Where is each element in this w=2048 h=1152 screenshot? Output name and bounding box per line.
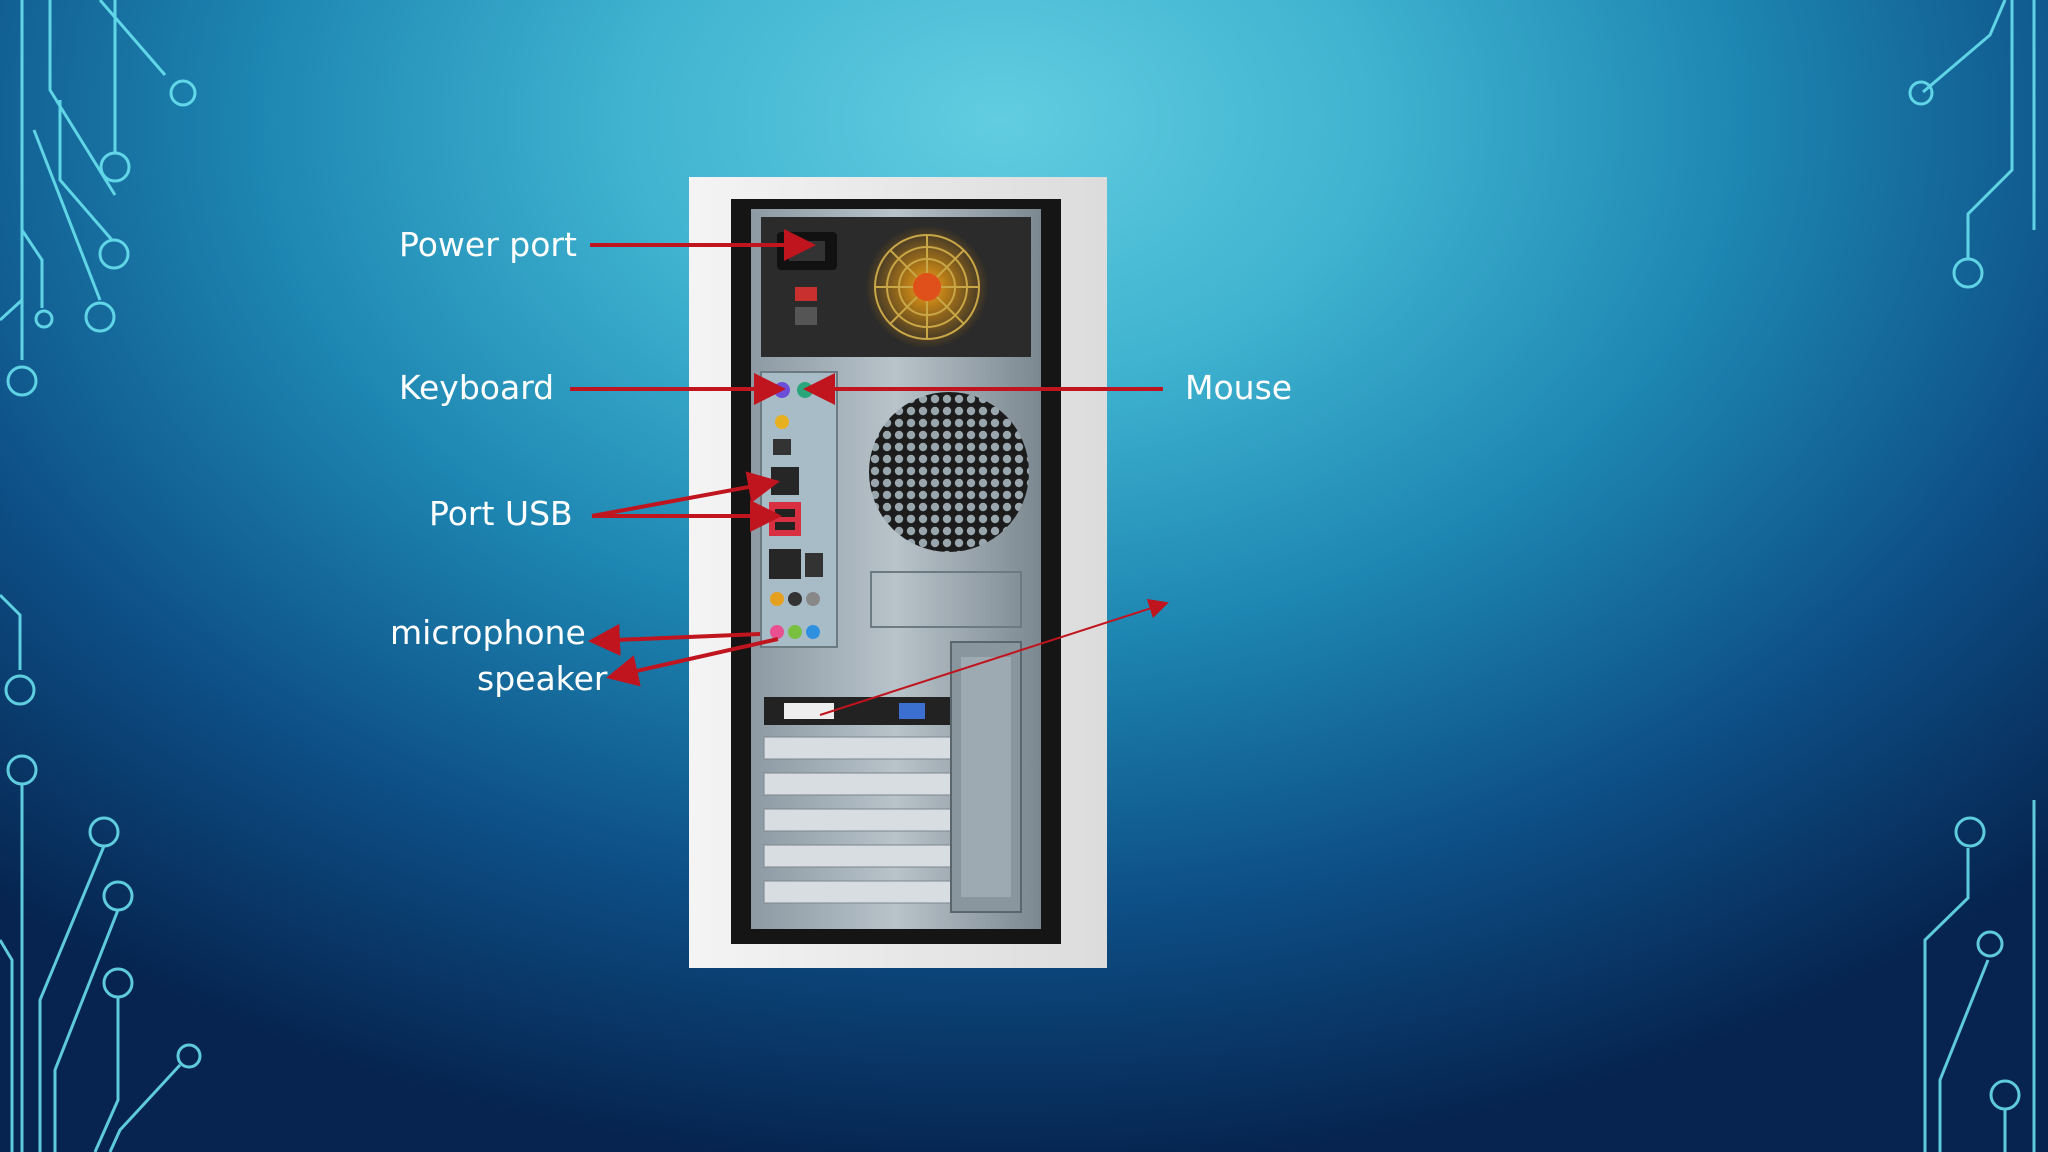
label-speaker: speaker bbox=[477, 659, 608, 698]
label-port-usb: Port USB bbox=[429, 494, 573, 533]
label-mouse: Mouse bbox=[1185, 368, 1293, 407]
computer-tower-photo bbox=[689, 177, 1107, 968]
label-microphone: microphone bbox=[390, 613, 586, 652]
label-power-port: Power port bbox=[399, 225, 577, 264]
label-keyboard: Keyboard bbox=[399, 368, 555, 407]
